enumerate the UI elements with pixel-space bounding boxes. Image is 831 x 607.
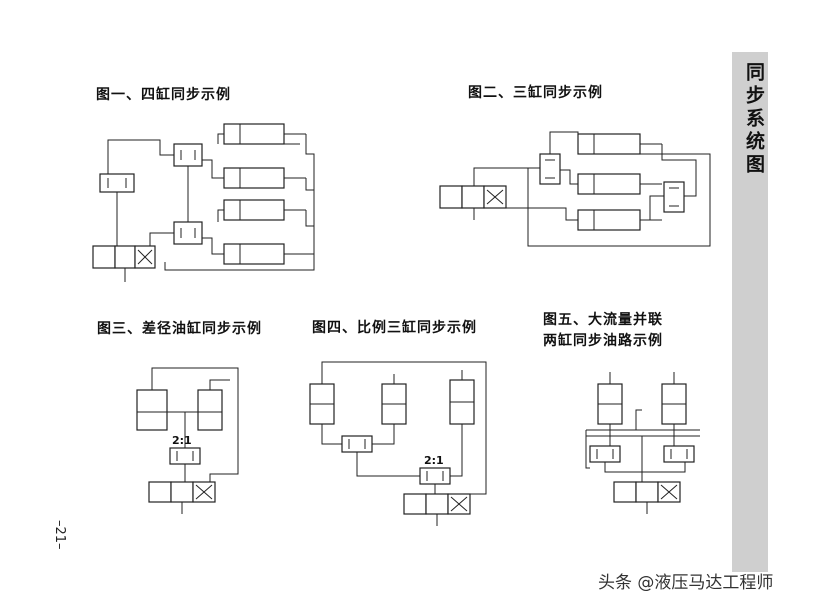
fig3-cylinder <box>136 389 168 431</box>
page-number: –21– <box>52 520 67 550</box>
fig1-title: 图一、四缸同步示例 <box>96 87 231 103</box>
fig4-directional-valve <box>403 493 471 526</box>
fig2-cylinder <box>577 133 662 155</box>
fig4-flow-divider <box>341 435 373 453</box>
fig3-diagram: 2:1 <box>136 367 239 514</box>
fig5-directional-valve <box>613 481 681 514</box>
fig5-pipework <box>585 372 700 482</box>
fig3-flow-divider <box>169 447 201 465</box>
fig5-cylinder <box>597 383 623 425</box>
fig1-flow-divider <box>173 221 203 245</box>
fig4-title: 图四、比例三缸同步示例 <box>312 320 477 336</box>
fig1-cylinder <box>223 123 306 145</box>
fig1-cylinder <box>223 243 306 265</box>
side-tab <box>732 52 768 572</box>
watermark: 头条 @液压马达工程师 <box>598 573 774 593</box>
fig4-cylinder <box>309 383 335 425</box>
fig1-cylinder <box>223 199 306 221</box>
fig5-flow-divider <box>589 445 621 463</box>
fig2-pipework <box>473 131 711 247</box>
fig4-cylinder <box>449 379 475 425</box>
fig4-ratio-label: 2:1 <box>424 454 444 467</box>
fig4-cylinder <box>381 383 407 425</box>
fig2-flow-divider <box>539 153 561 185</box>
fig1-flow-divider <box>99 173 135 193</box>
fig4-diagram: 2:1 <box>309 361 487 526</box>
fig3-title: 图三、差径油缸同步示例 <box>97 321 262 337</box>
fig2-diagram <box>439 131 711 247</box>
fig1-cylinder <box>223 167 306 189</box>
fig5-cylinder <box>661 383 687 425</box>
fig5-flow-divider <box>663 445 695 463</box>
fig1-diagram <box>92 123 315 282</box>
fig3-directional-valve <box>148 481 216 514</box>
side-tab-title: 同步系统图 <box>743 62 765 177</box>
fig2-flow-divider <box>663 181 685 213</box>
fig5-diagram <box>585 372 700 514</box>
fig1-pipework <box>107 133 315 271</box>
fig1-flow-divider <box>173 143 203 167</box>
fig1-directional-valve <box>92 245 156 282</box>
fig5-title-line2: 两缸同步油路示例 <box>543 333 663 349</box>
fig3-ratio-label: 2:1 <box>172 434 192 447</box>
fig3-pipework <box>151 367 239 482</box>
fig3-cylinder <box>197 389 223 431</box>
fig2-directional-valve <box>439 185 507 220</box>
fig4-pipework <box>321 361 487 495</box>
fig5-title-line1: 图五、大流量并联 <box>543 312 663 328</box>
fig2-cylinder <box>577 173 662 195</box>
fig4-flow-divider <box>419 467 451 485</box>
fig2-title: 图二、三缸同步示例 <box>468 85 603 101</box>
